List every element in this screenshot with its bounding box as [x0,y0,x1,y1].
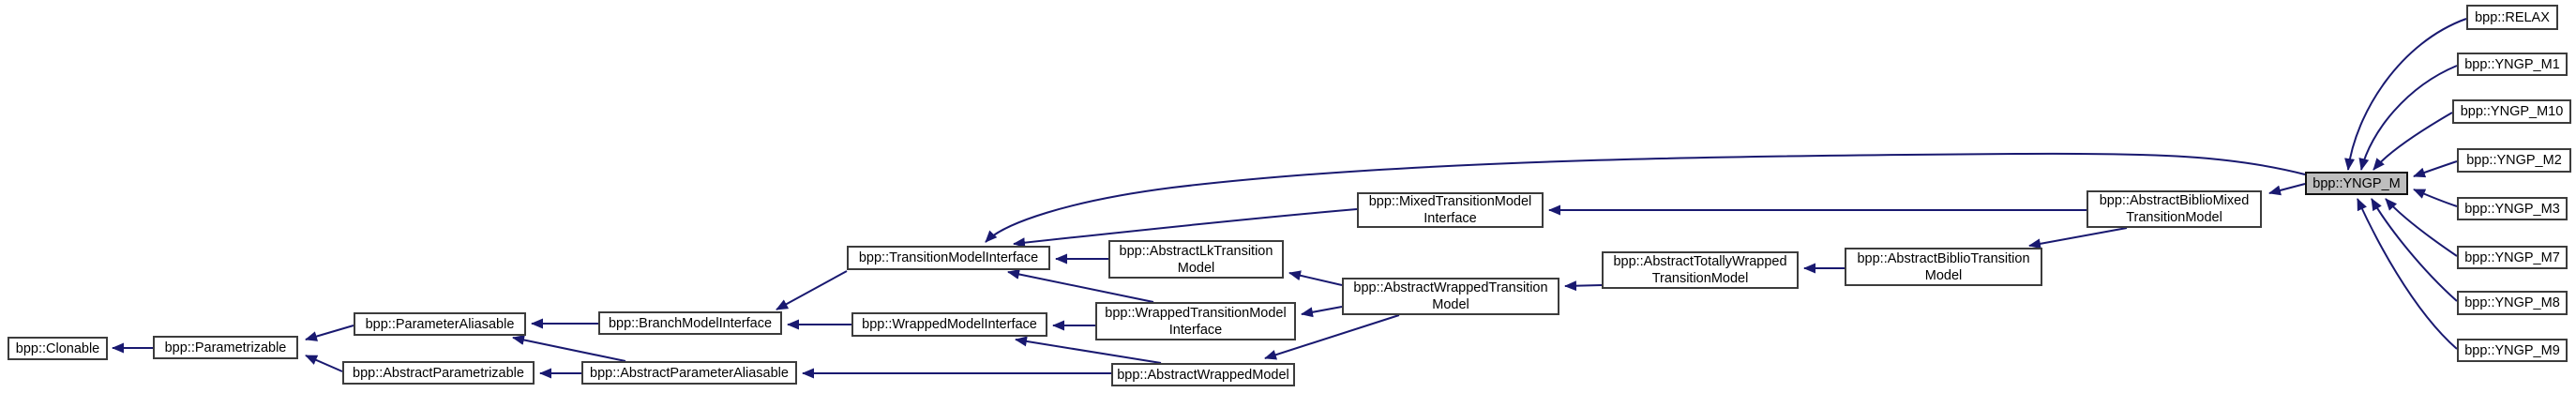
class-node-label: bpp::AbstractTotallyWrapped [1613,254,1787,269]
class-node-abstract-parameter-aliasable[interactable]: bpp::AbstractParameterAliasable [581,361,797,385]
class-node-relax[interactable]: bpp::RELAX [2466,5,2558,30]
class-node-clonable[interactable]: bpp::Clonable [8,337,108,360]
class-node-label: bpp::AbstractBiblioTransition [1857,250,2030,266]
class-node-label: bpp::WrappedModelInterface [862,317,1037,332]
inheritance-edge-yngp-m7--to--yngp-m [2385,198,2458,257]
class-node-label: Model [1177,260,1215,276]
class-node-label: Interface [1424,211,1477,226]
class-node-label: bpp::TransitionModelInterface [858,250,1039,265]
class-node-label: bpp::ParameterAliasable [365,316,515,332]
class-node-label: bpp::AbstractBiblioMixed [2099,193,2250,208]
class-node-label: bpp::YNGP_M [2312,175,2401,191]
inheritance-edge-mixed-transition-model-interface--to--transition-model-interface [1013,208,1358,249]
inheritance-edge-transition-model-interface--to--branch-model-interface [776,270,848,310]
class-node-label: bpp::YNGP_M7 [2464,249,2560,265]
class-node-label: Interface [1168,322,1223,338]
class-node-yngp-m9[interactable]: bpp::YNGP_M9 [2457,339,2568,362]
inheritance-edge-abstract-biblio-mixed-transition-model--to--abstract-biblio-transition-model [2028,227,2128,249]
inheritance-edge-yngp-m--to--transition-model-interface [985,152,2306,243]
class-node-label: bpp::Parametrizable [164,340,287,355]
inheritance-edge-yngp-m1--to--yngp-m [2358,65,2458,171]
class-node-label: Model [1924,267,1963,283]
inheritance-edge-abstract-parameter-aliasable--to--parameter-aliasable [512,335,626,362]
inheritance-edge-abstract-totally-wrapped-transition-model--to--abstract-wrapped-transition-model [1564,280,1603,292]
class-node-yngp-m10[interactable]: bpp::YNGP_M10 [2452,99,2571,124]
class-node-yngp-m1[interactable]: bpp::YNGP_M1 [2457,53,2568,76]
class-node-abstract-wrapped-model[interactable]: bpp::AbstractWrappedModel [1111,363,1295,386]
class-node-branch-model-interface[interactable]: bpp::BranchModelInterface [598,311,782,335]
inheritance-edges [112,18,2467,379]
class-node-label: bpp::AbstractWrappedTransition [1353,280,1548,295]
class-node-wrapped-model-interface[interactable]: bpp::WrappedModelInterface [851,312,1047,337]
class-node-label: bpp::AbstractParametrizable [353,365,524,381]
class-node-abstract-parametrizable[interactable]: bpp::AbstractParametrizable [342,361,535,385]
class-node-label: bpp::YNGP_M8 [2464,295,2560,310]
class-node-label: TransitionModel [2126,210,2222,225]
class-node-label: bpp::YNGP_M2 [2466,153,2562,168]
class-node-parametrizable[interactable]: bpp::Parametrizable [153,336,298,359]
class-node-label: TransitionModel [1651,271,1749,286]
class-node-label: bpp::AbstractParameterAliasable [590,365,789,381]
class-node-label: bpp::YNGP_M10 [2460,104,2564,119]
class-node-transition-model-interface[interactable]: bpp::TransitionModelInterface [847,246,1050,270]
class-node-yngp-m3[interactable]: bpp::YNGP_M3 [2457,197,2568,220]
inheritance-edge-yngp-m9--to--yngp-m [2357,198,2458,350]
class-node-yngp-m: bpp::YNGP_M [2305,172,2408,195]
class-node-label: bpp::BranchModelInterface [608,315,773,331]
class-node-label: bpp::RELAX [2475,9,2550,25]
class-node-label: bpp::Clonable [15,340,100,356]
class-node-label: bpp::AbstractLkTransition [1119,243,1273,259]
inheritance-edge-yngp-m2--to--yngp-m [2413,160,2458,178]
inheritance-edge-abstract-wrapped-transition-model--to--abstract-lk-transition-model [1288,270,1343,286]
inheritance-edge-parameter-aliasable--to--parametrizable [305,325,354,341]
class-node-yngp-m8[interactable]: bpp::YNGP_M8 [2457,291,2568,315]
class-node-label: bpp::YNGP_M1 [2464,56,2560,72]
class-node-parameter-aliasable[interactable]: bpp::ParameterAliasable [354,312,526,336]
class-node-label: bpp::WrappedTransitionModel [1105,305,1287,321]
inheritance-edge-abstract-parametrizable--to--parametrizable [305,355,343,372]
class-node-yngp-m7[interactable]: bpp::YNGP_M7 [2457,246,2568,269]
class-node-label: bpp::MixedTransitionModel [1368,194,1532,209]
inheritance-edge-abstract-wrapped-transition-model--to--wrapped-transition-model-interface [1301,306,1343,318]
class-node-yngp-m2[interactable]: bpp::YNGP_M2 [2457,148,2571,173]
class-node-label: bpp::YNGP_M9 [2464,342,2560,358]
inheritance-edge-yngp-m8--to--yngp-m [2371,198,2458,302]
class-node-label: bpp::YNGP_M3 [2464,201,2560,217]
inheritance-edge-yngp-m3--to--yngp-m [2413,189,2458,207]
inheritance-edge-abstract-wrapped-model--to--wrapped-model-interface [1015,336,1162,364]
class-node-label: bpp::AbstractWrappedModel [1117,367,1289,383]
inheritance-edge-relax--to--yngp-m [2344,18,2467,171]
inheritance-edge-yngp-m10--to--yngp-m [2373,112,2453,171]
inheritance-edge-wrapped-transition-model-interface--to--transition-model-interface [1007,269,1154,303]
inheritance-edge-abstract-wrapped-transition-model--to--abstract-wrapped-model [1264,314,1400,360]
class-node-label: Model [1432,297,1469,312]
inheritance-edge-yngp-m--to--abstract-biblio-mixed-transition-model [2268,183,2306,196]
